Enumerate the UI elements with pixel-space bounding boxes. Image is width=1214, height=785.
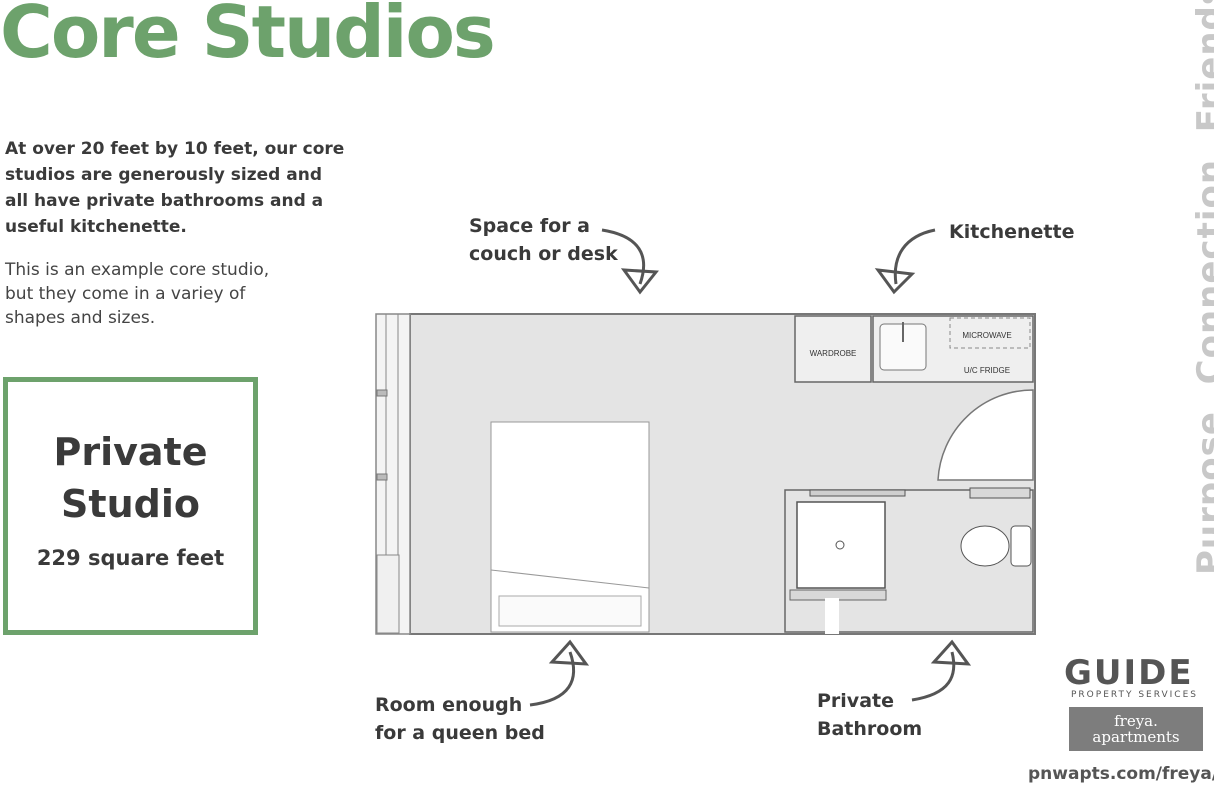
studio-name: Private Studio xyxy=(8,426,253,530)
arrow-bath xyxy=(911,651,956,702)
bathroom-door-gap xyxy=(825,598,839,634)
website-url[interactable]: pnwapts.com/freya/ xyxy=(1028,764,1214,784)
callout-couch-line1: Space for a xyxy=(469,215,590,237)
arrow-bath-head xyxy=(930,639,972,666)
microwave xyxy=(949,317,1031,349)
shower-door xyxy=(809,489,906,497)
arrow-kitchenette-head xyxy=(874,268,916,295)
arrow-bed xyxy=(529,651,576,707)
arrow-bed-head xyxy=(548,639,590,666)
guide-subtitle: PROPERTY SERVICES xyxy=(1071,690,1198,700)
studio-info-box: Private Studio 229 square feet xyxy=(3,377,258,635)
studio-name-line1: Private xyxy=(53,430,208,474)
arrow-couch xyxy=(601,228,646,285)
tagline-vertical: Purpose. Connection. Friendship. xyxy=(1190,0,1214,575)
callout-bed-line2: for a queen bed xyxy=(375,722,545,744)
shower-tray xyxy=(796,501,886,589)
freya-logo: freya. apartments xyxy=(1069,707,1203,751)
toilet-bowl xyxy=(960,525,1010,567)
page-title: Core Studios xyxy=(0,0,496,74)
callout-couch: Space for a couch or desk xyxy=(469,212,618,268)
toilet-tank xyxy=(1010,525,1032,567)
wardrobe xyxy=(794,315,872,383)
callout-bed-line1: Room enough xyxy=(375,694,523,716)
bed-fold-line xyxy=(490,569,650,589)
intro-regular-text: This is an example core studio, but they… xyxy=(5,260,270,328)
callout-kitchenette: Kitchenette xyxy=(949,221,1075,243)
freya-logo-line1: freya. xyxy=(1114,712,1158,730)
callout-bath: Private Bathroom xyxy=(817,687,922,743)
arrow-couch-head xyxy=(620,268,659,295)
intro-bold-text: At over 20 feet by 10 feet, our core stu… xyxy=(5,139,345,237)
fridge-label: U/C FRIDGE xyxy=(964,366,1010,375)
door-swing xyxy=(937,389,1034,481)
freya-logo-line2: apartments xyxy=(1092,728,1180,746)
callout-bath-line2: Bathroom xyxy=(817,718,923,740)
guide-logo: GUIDE xyxy=(1064,653,1194,693)
wardrobe-label: WARDROBE xyxy=(810,349,857,358)
bathroom-vanity xyxy=(969,487,1031,499)
bed-pillow-area xyxy=(498,595,642,627)
studio-name-line2: Studio xyxy=(61,482,200,526)
callout-bath-line1: Private xyxy=(817,690,894,712)
callout-couch-line2: couch or desk xyxy=(469,243,618,265)
window-panel xyxy=(376,554,400,634)
window-latch xyxy=(376,389,388,397)
microwave-label: MICROWAVE xyxy=(962,331,1011,340)
window-latch xyxy=(376,473,388,481)
callout-bed: Room enough for a queen bed xyxy=(375,691,545,747)
studio-size: 229 square feet xyxy=(36,546,225,570)
shower-drain xyxy=(835,540,845,550)
arrow-kitchenette xyxy=(893,228,936,285)
